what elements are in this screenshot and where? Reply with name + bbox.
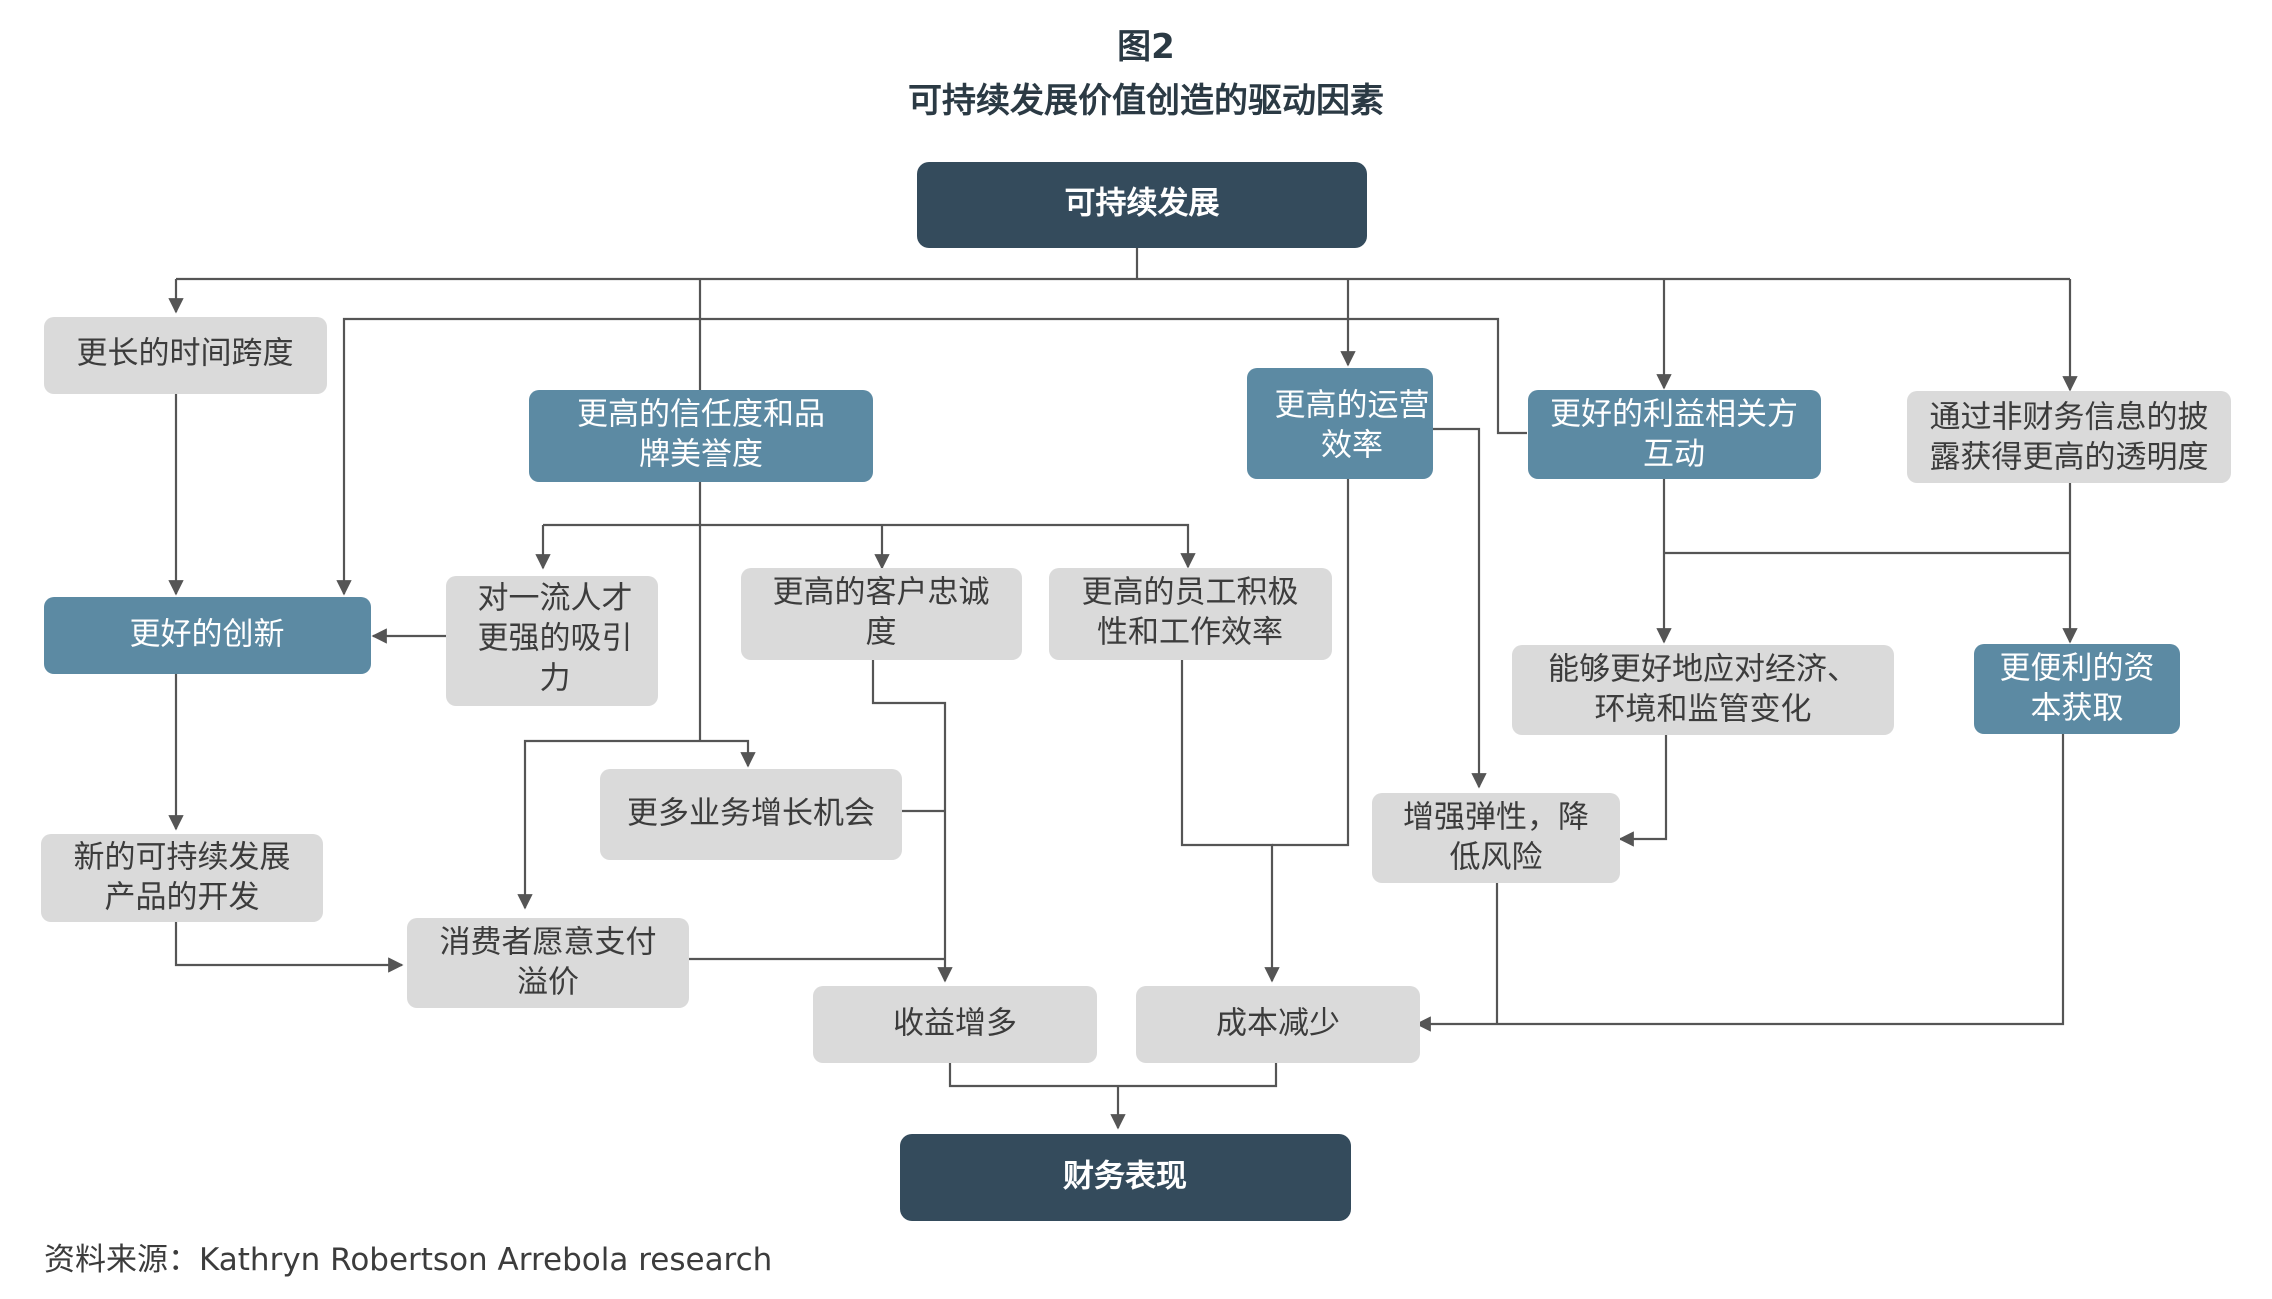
node-talent: 对一流人才 更强的吸引 力	[446, 576, 658, 706]
node-premium: 消费者愿意支付 溢价	[407, 918, 689, 1008]
svg-text:性和工作效率: 性和工作效率	[1097, 615, 1283, 651]
edge-stakeholder-to-innovation	[336, 317, 1527, 596]
node-stakeholder-interaction: 更好的利益相关方 互动	[1528, 390, 1821, 479]
svg-text:产品的开发: 产品的开发	[105, 880, 260, 916]
svg-text:更高的客户忠诚: 更高的客户忠诚	[773, 575, 990, 611]
svg-text:更高的员工积极: 更高的员工积极	[1082, 575, 1299, 611]
edge-ops-to-resilience	[1433, 427, 1487, 789]
node-revenue: 收益增多	[813, 986, 1097, 1063]
svg-text:更高的信任度和品: 更高的信任度和品	[577, 397, 825, 433]
svg-text:成本减少: 成本减少	[1216, 1006, 1340, 1042]
svg-text:互动: 互动	[1643, 437, 1705, 473]
node-financial-performance: 财务表现	[900, 1134, 1351, 1221]
svg-text:更多业务增长机会: 更多业务增长机会	[627, 796, 875, 832]
svg-text:效率: 效率	[1321, 428, 1383, 464]
node-growth-opportunities: 更多业务增长机会	[600, 769, 902, 860]
edge-employees-to-cost	[1180, 660, 1280, 983]
figure-title: 可持续发展价值创造的驱动因素	[908, 81, 1384, 121]
node-resilience: 增强弹性，降 低风险	[1372, 793, 1620, 883]
node-longer-horizon: 更长的时间跨度	[44, 317, 327, 394]
edge-trust-to-growth	[700, 739, 756, 768]
node-transparency: 通过非财务信息的披 露获得更高的透明度	[1907, 391, 2231, 483]
svg-text:更好的利益相关方: 更好的利益相关方	[1550, 397, 1798, 433]
node-trust-brand: 更高的信任度和品 牌美誉度	[529, 390, 873, 482]
edge-ops-to-cost	[1272, 479, 1350, 847]
svg-text:更强的吸引: 更强的吸引	[478, 621, 633, 657]
svg-text:增强弹性，降: 增强弹性，降	[1403, 800, 1589, 836]
edge-loyalty-to-revenue	[871, 660, 953, 983]
svg-text:对一流人才: 对一流人才	[478, 581, 633, 617]
svg-text:本获取: 本获取	[2031, 691, 2124, 727]
svg-text:牌美誉度: 牌美誉度	[639, 437, 763, 473]
node-capital-access: 更便利的资 本获取	[1974, 644, 2180, 734]
svg-text:更长的时间跨度: 更长的时间跨度	[77, 336, 294, 372]
svg-text:财务表现: 财务表现	[1063, 1159, 1187, 1195]
node-employee-productivity: 更高的员工积极 性和工作效率	[1049, 568, 1332, 660]
svg-text:更便利的资: 更便利的资	[2000, 651, 2155, 687]
node-sustainable-products: 新的可持续发展 产品的开发	[41, 834, 323, 922]
svg-text:新的可持续发展: 新的可持续发展	[74, 840, 291, 876]
node-cope-change: 能够更好地应对经济、 环境和监管变化	[1512, 645, 1894, 735]
svg-text:能够更好地应对经济、: 能够更好地应对经济、	[1548, 652, 1858, 688]
edge-trust-to-premium	[517, 739, 700, 910]
source-note: 资料来源：Kathryn Robertson Arrebola research	[44, 1242, 772, 1278]
edge-products-to-premium	[174, 920, 404, 973]
node-sustainable-development: 可持续发展	[917, 162, 1367, 248]
svg-text:可持续发展: 可持续发展	[1065, 186, 1220, 222]
edge-capital-to-cost	[1415, 733, 2065, 1032]
edge-results-to-finance	[948, 1058, 1278, 1128]
node-customer-loyalty: 更高的客户忠诚 度	[741, 568, 1022, 660]
svg-text:收益增多: 收益增多	[893, 1006, 1017, 1042]
svg-text:露获得更高的透明度: 露获得更高的透明度	[1930, 440, 2209, 476]
figure-label: 图2	[1117, 27, 1175, 67]
edge-to-employees	[1180, 523, 1196, 569]
svg-text:更好的创新: 更好的创新	[130, 617, 285, 653]
node-operational-efficiency: 更高的运营 效率	[1247, 368, 1433, 479]
svg-text:度: 度	[866, 615, 897, 651]
node-innovation: 更好的创新	[44, 597, 371, 674]
svg-text:消费者愿意支付: 消费者愿意支付	[440, 925, 657, 961]
svg-text:通过非财务信息的披: 通过非财务信息的披	[1930, 400, 2209, 436]
svg-text:更高的运营: 更高的运营	[1275, 388, 1430, 424]
svg-text:环境和监管变化: 环境和监管变化	[1595, 692, 1812, 728]
svg-text:低风险: 低风险	[1450, 840, 1543, 876]
edge-cope-to-resilience	[1618, 735, 1668, 847]
svg-text:力: 力	[540, 661, 571, 697]
node-cost: 成本减少	[1136, 986, 1420, 1063]
edge-top-bus	[176, 248, 2070, 281]
connectors	[168, 248, 2078, 1128]
svg-text:溢价: 溢价	[517, 965, 579, 1001]
